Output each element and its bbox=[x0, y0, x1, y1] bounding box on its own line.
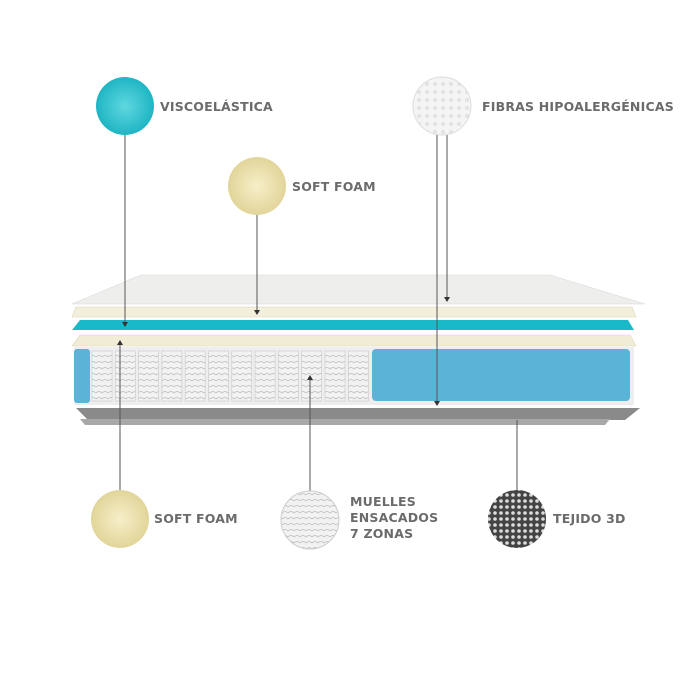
label-viscoelastica: VISCOELÁSTICA bbox=[160, 99, 273, 114]
soft-foam-swatch-icon bbox=[91, 490, 149, 548]
pocket-spring bbox=[91, 350, 113, 402]
viscoelastic-foam-swatch-icon bbox=[96, 77, 154, 135]
label-line: ENSACADOS bbox=[350, 510, 439, 525]
label-fibras: FIBRAS HIPOALERGÉNICAS bbox=[482, 99, 674, 114]
layer-fiber-cover bbox=[71, 274, 646, 305]
pocket-spring bbox=[208, 350, 229, 402]
layer-core-foam bbox=[372, 349, 630, 401]
pocket-spring bbox=[347, 350, 369, 402]
pocket-spring bbox=[278, 350, 299, 402]
pocket-spring bbox=[324, 350, 346, 402]
pocket-spring bbox=[301, 350, 323, 402]
fiber-swatch-icon bbox=[412, 76, 472, 136]
label-soft-foam-top: SOFT FOAM bbox=[292, 179, 376, 194]
pocket-spring bbox=[184, 350, 206, 402]
label-line: 7 ZONAS bbox=[350, 526, 414, 541]
label-soft-foam-bottom: SOFT FOAM bbox=[154, 511, 238, 526]
pocket-spring bbox=[254, 350, 276, 402]
layer-soft-foam-lower bbox=[71, 334, 637, 347]
soft-foam-swatch-icon bbox=[228, 157, 286, 215]
label-muelles: MUELLES ENSACADOS 7 ZONAS bbox=[350, 494, 438, 542]
pocket-spring-swatch-icon bbox=[280, 490, 340, 550]
pocket-spring bbox=[115, 350, 136, 402]
label-line: MUELLES bbox=[350, 494, 416, 509]
pocket-spring bbox=[161, 350, 183, 402]
pocket-spring bbox=[138, 350, 159, 402]
layer-soft-foam-upper bbox=[71, 306, 637, 318]
pocket-spring bbox=[231, 350, 253, 402]
label-tejido: TEJIDO 3D bbox=[553, 511, 626, 526]
layer-viscoelastic bbox=[72, 320, 634, 330]
3d-fabric-swatch-icon bbox=[488, 490, 546, 548]
layer-3d-fabric bbox=[76, 408, 640, 420]
